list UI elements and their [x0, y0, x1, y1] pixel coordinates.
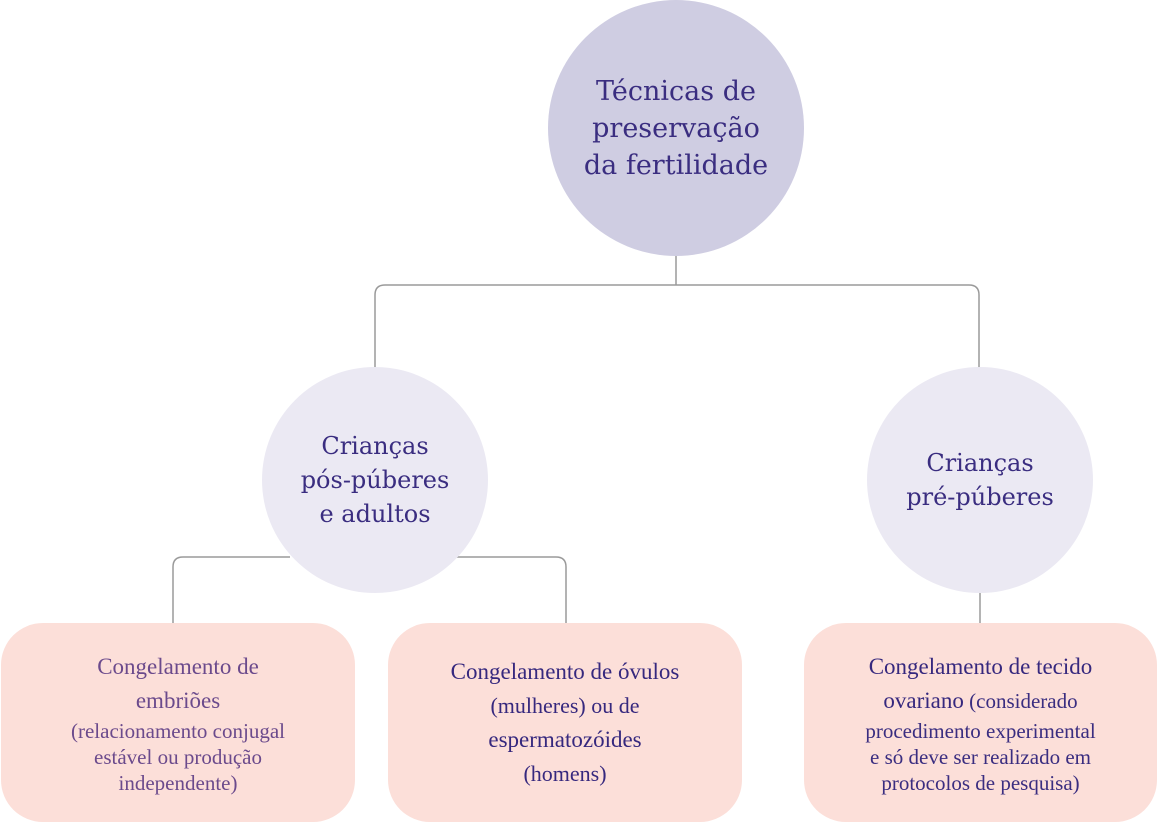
branch-line: Crianças	[321, 432, 429, 460]
branch-post-pubertal: Crianças pós-púberes e adultos	[262, 367, 488, 593]
connector-root	[374, 256, 980, 370]
leaf-title: Congelamento de	[97, 653, 259, 679]
leaf-title: Congelamento de óvulos	[450, 658, 680, 684]
leaf-detail: protocolos de pesquisa)	[881, 770, 1080, 795]
branch-pre-pubertal: Crianças pré-púberes	[867, 367, 1093, 593]
connector-left-branch	[172, 556, 567, 623]
branch-line: e adultos	[319, 500, 431, 528]
leaf-detail: e só deve ser realizado em	[870, 744, 1091, 769]
leaf-title: ovariano	[883, 687, 964, 713]
leaf-detail: procedimento experimental	[865, 718, 1096, 743]
root-line: preservação	[592, 112, 760, 144]
leaf-detail: estável ou produção	[94, 744, 262, 769]
leaf-embryo-freezing: Congelamento de embriões (relacionamento…	[1, 623, 355, 822]
root-line: da fertilidade	[583, 149, 769, 181]
leaf-ovarian-tissue-freezing: Congelamento de tecido ovariano (conside…	[804, 623, 1157, 822]
leaf-detail: (homens)	[523, 760, 607, 786]
leaf-title: espermatozóides	[488, 726, 642, 752]
leaf-detail: (relacionamento conjugal	[71, 718, 285, 743]
leaf-detail: (mulheres) ou de	[490, 692, 640, 718]
leaf-title: Congelamento de tecido	[868, 653, 1093, 679]
root-node: Técnicas de preservação da fertilidade	[548, 0, 804, 256]
branch-line: pós-púberes	[300, 466, 450, 494]
root-line: Técnicas de	[596, 75, 756, 107]
branch-line: Crianças	[926, 449, 1034, 477]
leaf-title: embriões	[135, 687, 221, 713]
leaf-gamete-freezing: Congelamento de óvulos (mulheres) ou de …	[388, 623, 742, 822]
leaf-detail: independente)	[118, 770, 238, 795]
leaf-detail: (considerado	[963, 688, 1078, 713]
branch-line: pré-púberes	[906, 483, 1054, 511]
